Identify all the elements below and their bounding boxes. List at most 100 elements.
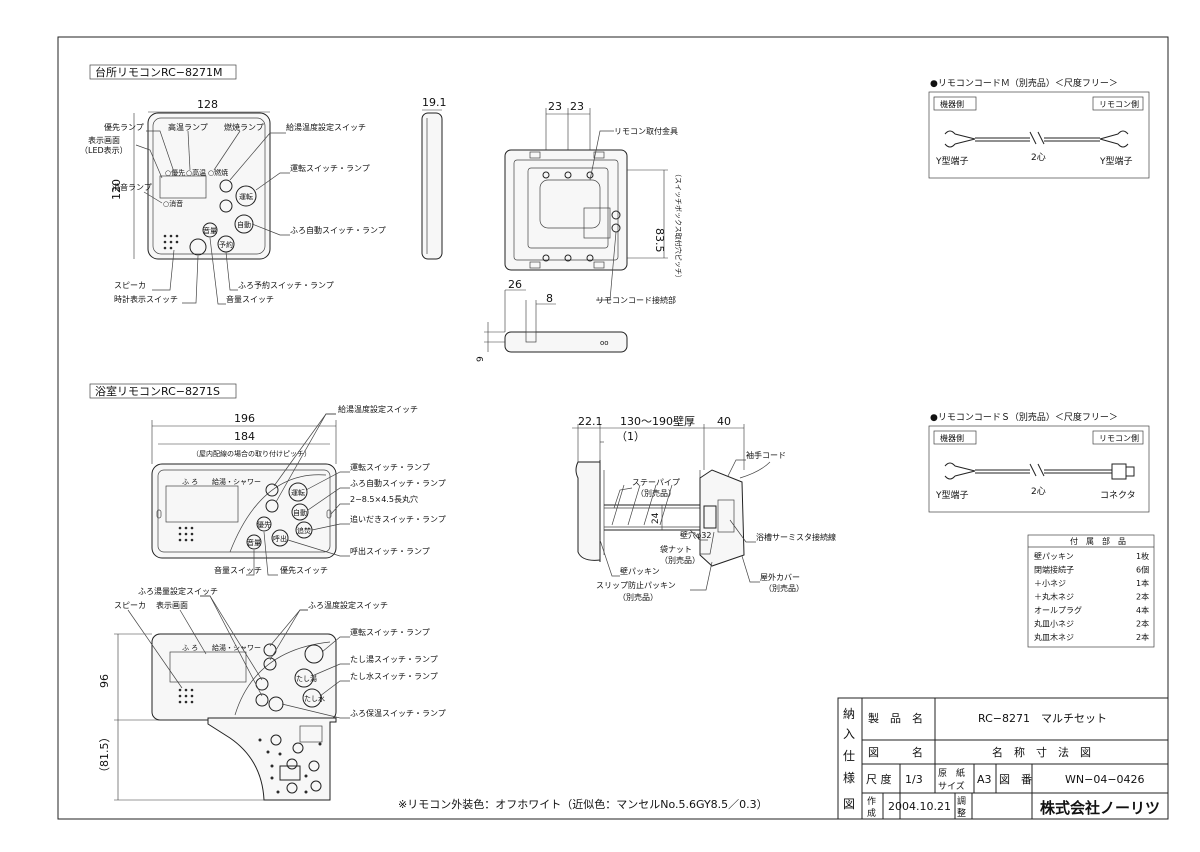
dim-83-5-note: （スイッチボックス取付穴ピッチ） xyxy=(674,170,683,282)
kitchen-title-box xyxy=(89,64,237,80)
cord-s-left-term: Y型端子 xyxy=(935,489,969,501)
label-led: （LED表示） xyxy=(80,145,128,155)
install-leader-lines xyxy=(599,459,760,591)
bath-label-furo-auto: ふろ自動スイッチ・ランプ xyxy=(350,478,446,488)
accessory-qty: 2本 xyxy=(1136,632,1149,642)
bath-label-oidaki: 追いだきスイッチ・ランプ xyxy=(350,514,446,524)
made-date: 2004.10.21 xyxy=(888,800,951,813)
label-furo-reserve: ふろ予約スイッチ・ランプ xyxy=(238,280,334,290)
kitchen-panel-koon: ○高温 xyxy=(186,168,206,177)
company-name: 株式会社ノーリツ xyxy=(1040,799,1160,817)
dim-40: 40 xyxy=(717,415,731,428)
paper-value: A3 xyxy=(977,773,992,786)
bath-speaker-holes xyxy=(178,526,194,542)
cord-m-left-term: Y型端子 xyxy=(935,155,969,167)
accessory-qty: 2本 xyxy=(1136,619,1149,629)
number-label: 図 番 xyxy=(999,773,1032,786)
label-run-switch: 運転スイッチ・ランプ xyxy=(290,164,370,173)
bath-panel-onryo: 音量 xyxy=(247,538,261,547)
label-sodete-cord: 袖手コード xyxy=(746,450,786,460)
label-cover-sub: （別売品） xyxy=(764,583,804,593)
kitchen-auto-button xyxy=(234,214,254,234)
label-hole: 壁穴φ32 xyxy=(680,530,711,540)
label-stay-pipe: ステーパイプ xyxy=(632,478,680,487)
kitchen-panel-jido: 自動 xyxy=(237,220,251,229)
kitchen-panel-yoyaku: 予約 xyxy=(219,240,233,249)
label-mount-bracket: リモコン取付金具 xyxy=(614,126,678,136)
kitchen-title: 台所リモコンRC−8271M xyxy=(95,65,222,79)
label-kyuto-switch: 給湯温度設定スイッチ xyxy=(286,122,366,132)
label-yusen-lamp: 優先ランプ xyxy=(104,122,144,132)
label-thermistor: 浴槽サーミスタ接続線 xyxy=(756,532,836,542)
bath2-leader-lines xyxy=(127,595,350,719)
kitchen-leader-lines xyxy=(135,130,290,305)
bath-temp-down xyxy=(265,499,279,513)
bath2-panel-furo: ふ ろ xyxy=(182,644,198,652)
cord-m-title: ●リモコンコードＭ（別売品）＜尺度フリー＞ xyxy=(930,77,1118,89)
bath-temp-up xyxy=(265,483,279,497)
accessory-name: 丸皿小ネジ xyxy=(1034,619,1074,629)
bath-run-button xyxy=(288,482,308,502)
cord-s-remocon: リモコン側 xyxy=(1099,433,1139,443)
footer-note: ※リモコン外装色：オフホワイト（近似色：マンセルNo.5.6GY8.5／0.3） xyxy=(398,797,768,811)
kitchen-volume-button xyxy=(202,222,218,238)
kitchen-dim-height: 120 xyxy=(110,179,123,200)
bath-panel-furo: ふ ろ xyxy=(182,478,198,486)
cord-m-remocon: リモコン側 xyxy=(1099,99,1139,109)
kitchen-panel-nensho: ○燃焼 xyxy=(208,168,228,177)
label-nut: 袋ナット xyxy=(660,544,692,554)
bath-dim-pitch: （屋内配線の場合の取り付けピッチ） xyxy=(192,449,311,458)
cord-s-core: 2心 xyxy=(1031,486,1046,497)
side-char-2: 入 xyxy=(843,727,855,741)
kitchen-panel-onryo: 音量 xyxy=(203,226,217,235)
label-nensho-lamp: 燃焼ランプ xyxy=(224,122,264,132)
bath-display-screen xyxy=(165,485,239,523)
outer-frame xyxy=(57,36,1169,820)
bath-label-yobidashi: 呼出スイッチ・ランプ xyxy=(350,546,430,556)
side-char-4: 様 xyxy=(843,771,855,785)
bath-title: 浴室リモコンRC−8271S xyxy=(95,384,220,398)
kitchen-clock-button xyxy=(189,238,207,256)
bath-label-yusen: 優先スイッチ xyxy=(280,565,328,575)
kitchen-panel-yusen: ○優先 xyxy=(165,168,185,177)
temp-up-button xyxy=(219,179,233,193)
label-display: 表示画面 xyxy=(88,135,120,145)
temp-down-button xyxy=(219,199,233,213)
label-speaker: スピーカ xyxy=(114,281,146,290)
accessory-name: ＋小ネジ xyxy=(1034,579,1066,588)
label-shoon-lamp: 消音ランプ xyxy=(112,182,152,192)
paper-label-2: サイズ xyxy=(938,780,965,792)
dim-9: 9 xyxy=(476,356,486,362)
kitchen-front-view: ○優先 ○高温 ○燃焼 ○消音 運転 自動 音量 予約 xyxy=(147,112,271,260)
drawing-name: 名 称 寸 法 図 xyxy=(992,745,1091,759)
paper-label-1: 原 紙 xyxy=(938,767,965,779)
bath-label-furo-on: ふろ温度設定スイッチ xyxy=(308,600,388,610)
kitchen-panel-unten: 運転 xyxy=(239,192,253,201)
kitchen-side-view: 19.1 xyxy=(421,96,447,260)
bath-dim-96: 96 xyxy=(98,674,111,688)
label-wall-packing: 壁パッキン xyxy=(620,566,660,576)
kitchen-run-button xyxy=(235,185,257,207)
label-stay-sub: （別売品） xyxy=(636,488,676,498)
label-slip-sub: （別売品） xyxy=(618,592,658,602)
bath-panel-unten: 運転 xyxy=(291,488,305,497)
check-label-2: 整 xyxy=(957,807,966,819)
bath-volume-button xyxy=(246,534,262,550)
accessories-header: 付 属 部 品 xyxy=(1070,536,1126,546)
kitchen-bottom-view: oo 26 8 9 xyxy=(476,278,628,362)
accessory-name: オールプラグ xyxy=(1034,605,1082,615)
scale-label: 尺 度 xyxy=(866,772,892,786)
made-label-2: 成 xyxy=(867,807,876,819)
accessory-qty: 2本 xyxy=(1136,592,1149,602)
cord-s-box: 機器側 リモコン側 Y型端子 2心 コネクタ xyxy=(928,425,1150,513)
cord-s-kiki: 機器側 xyxy=(940,433,964,443)
bath-label-kyuto: 給湯温度設定スイッチ xyxy=(338,404,418,414)
made-label-1: 作 xyxy=(867,795,876,807)
dim-wall: 130〜190壁厚 xyxy=(620,414,695,428)
label-cover: 屋外カバー xyxy=(760,572,800,582)
label-volume-switch: 音量スイッチ xyxy=(226,294,274,304)
product-label: 製 品 名 xyxy=(868,711,923,725)
bath-leader-lines xyxy=(246,413,350,576)
